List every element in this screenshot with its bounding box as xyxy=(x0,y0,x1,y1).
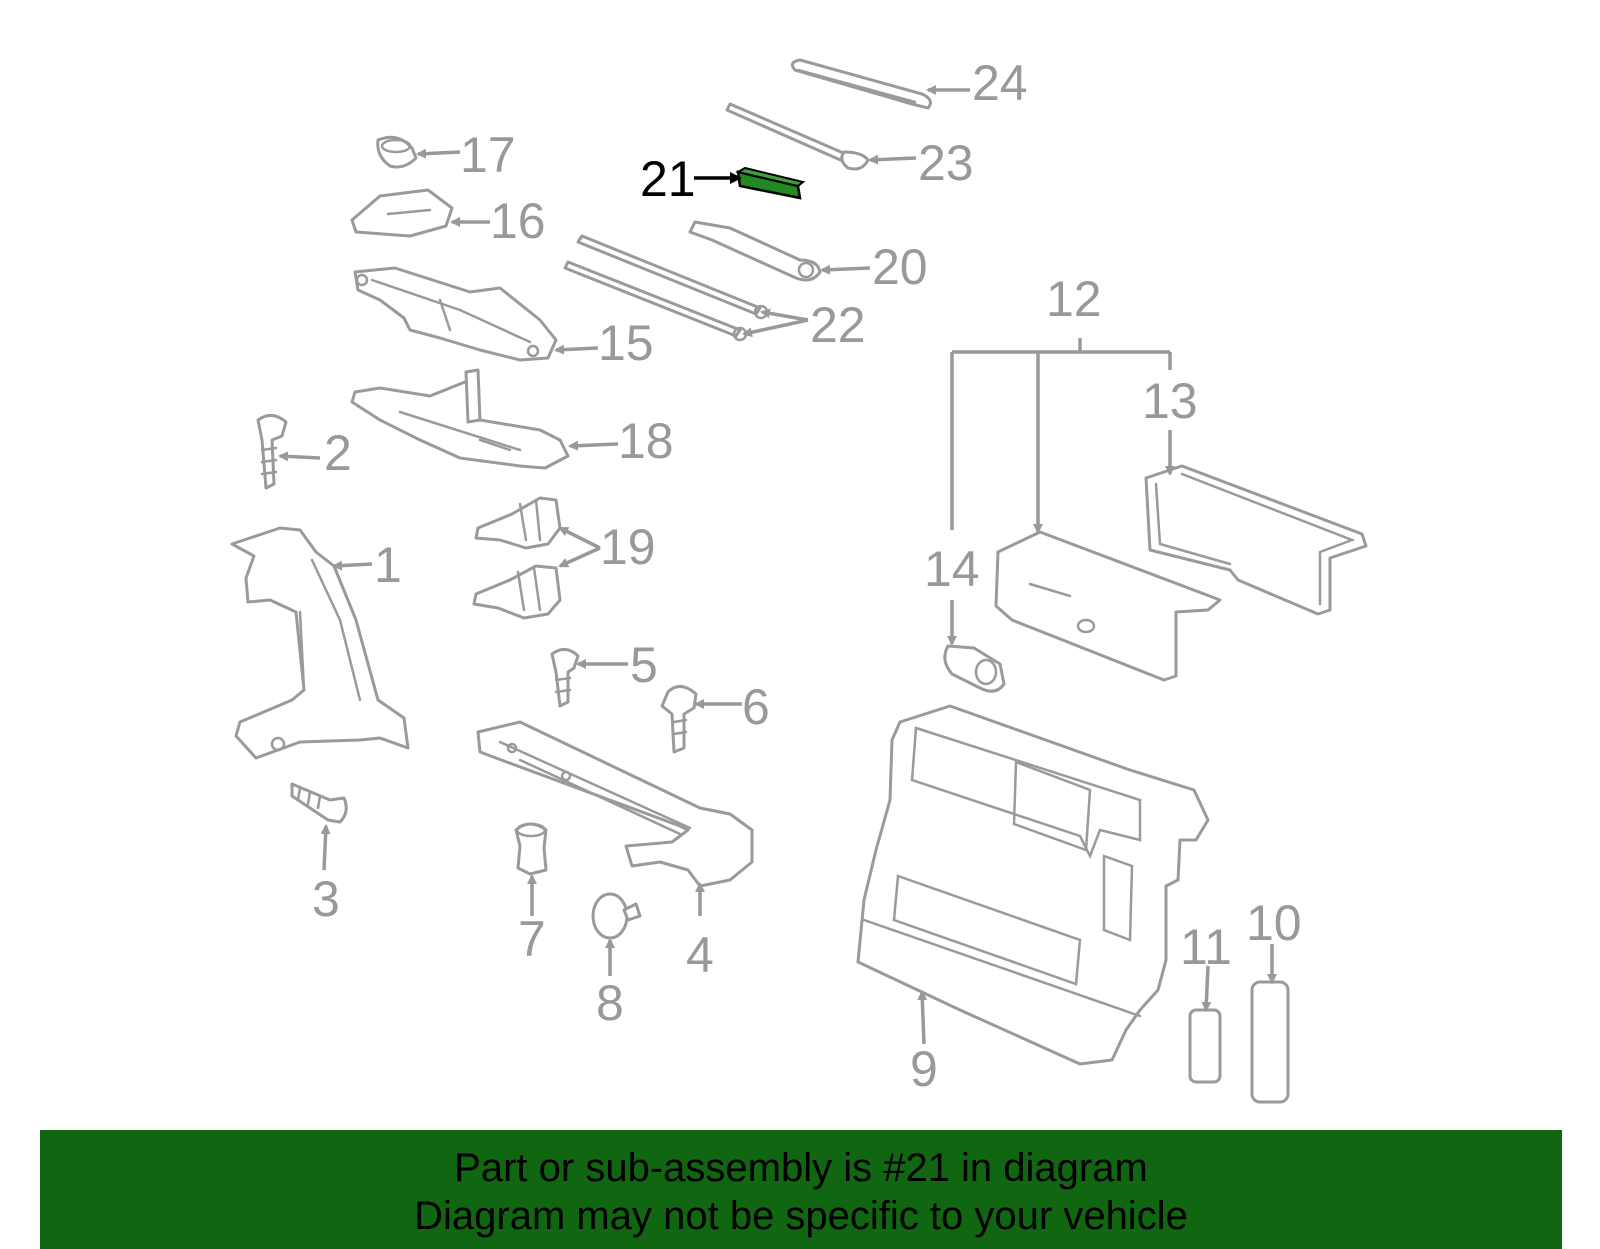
callout-8: 8 xyxy=(596,975,624,1031)
part-14-drawing[interactable] xyxy=(943,644,1006,693)
callout-4: 4 xyxy=(686,927,714,983)
part-10-drawing[interactable] xyxy=(1250,980,1290,1104)
part-4-drawing[interactable] xyxy=(476,720,754,888)
callout-12: 12 xyxy=(1046,271,1102,327)
part-15-drawing[interactable] xyxy=(353,266,558,362)
part-16-drawing[interactable] xyxy=(350,188,454,238)
part-9-drawing[interactable] xyxy=(856,704,1210,1066)
callout-3: 3 xyxy=(312,871,340,927)
part-22-drawing[interactable] xyxy=(563,234,769,342)
part-5-drawing[interactable] xyxy=(550,648,580,708)
callout-7: 7 xyxy=(518,911,546,967)
part-21-drawing[interactable] xyxy=(735,166,806,200)
callout-1: 1 xyxy=(374,537,402,593)
callout-16: 16 xyxy=(490,193,546,249)
callout-6: 6 xyxy=(742,679,770,735)
part-19-drawing[interactable] xyxy=(472,496,562,620)
part-13-drawing[interactable] xyxy=(1144,464,1368,616)
callout-24: 24 xyxy=(972,55,1028,111)
banner-line-2: Diagram may not be specific to your vehi… xyxy=(414,1194,1188,1238)
banner-line-1: Part or sub-assembly is #21 in diagram xyxy=(454,1146,1148,1190)
part-20-drawing[interactable] xyxy=(688,220,822,282)
callout-5: 5 xyxy=(630,637,658,693)
part-17-drawing[interactable] xyxy=(376,135,418,169)
callout-10: 10 xyxy=(1246,895,1302,951)
part-12-bracket xyxy=(950,338,1172,534)
callout-18: 18 xyxy=(618,413,674,469)
part-11-drawing[interactable] xyxy=(1188,1008,1222,1084)
callout-21: 21 xyxy=(640,151,696,207)
part-3-drawing[interactable] xyxy=(290,782,348,824)
callout-11: 11 xyxy=(1180,919,1232,975)
callout-17: 17 xyxy=(460,127,516,183)
callout-labels: 24 23 21 20 22 17 16 15 18 2 19 1 5 6 3 … xyxy=(312,55,1302,1097)
callout-22: 22 xyxy=(810,297,866,353)
part-7-drawing[interactable] xyxy=(514,822,548,876)
part-6-drawing[interactable] xyxy=(660,685,698,754)
callout-13: 13 xyxy=(1142,373,1198,429)
part-18-drawing[interactable] xyxy=(350,368,570,470)
part-1-drawing[interactable] xyxy=(230,526,410,760)
parts-diagram: 24 23 21 20 22 17 16 15 18 2 19 1 5 6 3 … xyxy=(230,55,1368,1104)
part-12-drawing[interactable] xyxy=(994,530,1222,682)
callout-9: 9 xyxy=(910,1041,938,1097)
callout-19: 19 xyxy=(600,519,656,575)
callout-23: 23 xyxy=(918,135,974,191)
callout-20: 20 xyxy=(872,239,928,295)
part-23-drawing[interactable] xyxy=(725,102,870,171)
info-banner: Part or sub-assembly is #21 in diagram D… xyxy=(40,1130,1562,1249)
part-2-drawing[interactable] xyxy=(256,414,288,490)
callout-14: 14 xyxy=(924,541,980,597)
leader-lines xyxy=(278,85,1277,1045)
part-24-drawing[interactable] xyxy=(790,58,932,110)
callout-2: 2 xyxy=(324,425,352,481)
callout-15: 15 xyxy=(598,315,654,371)
part-8-drawing[interactable] xyxy=(591,892,642,940)
